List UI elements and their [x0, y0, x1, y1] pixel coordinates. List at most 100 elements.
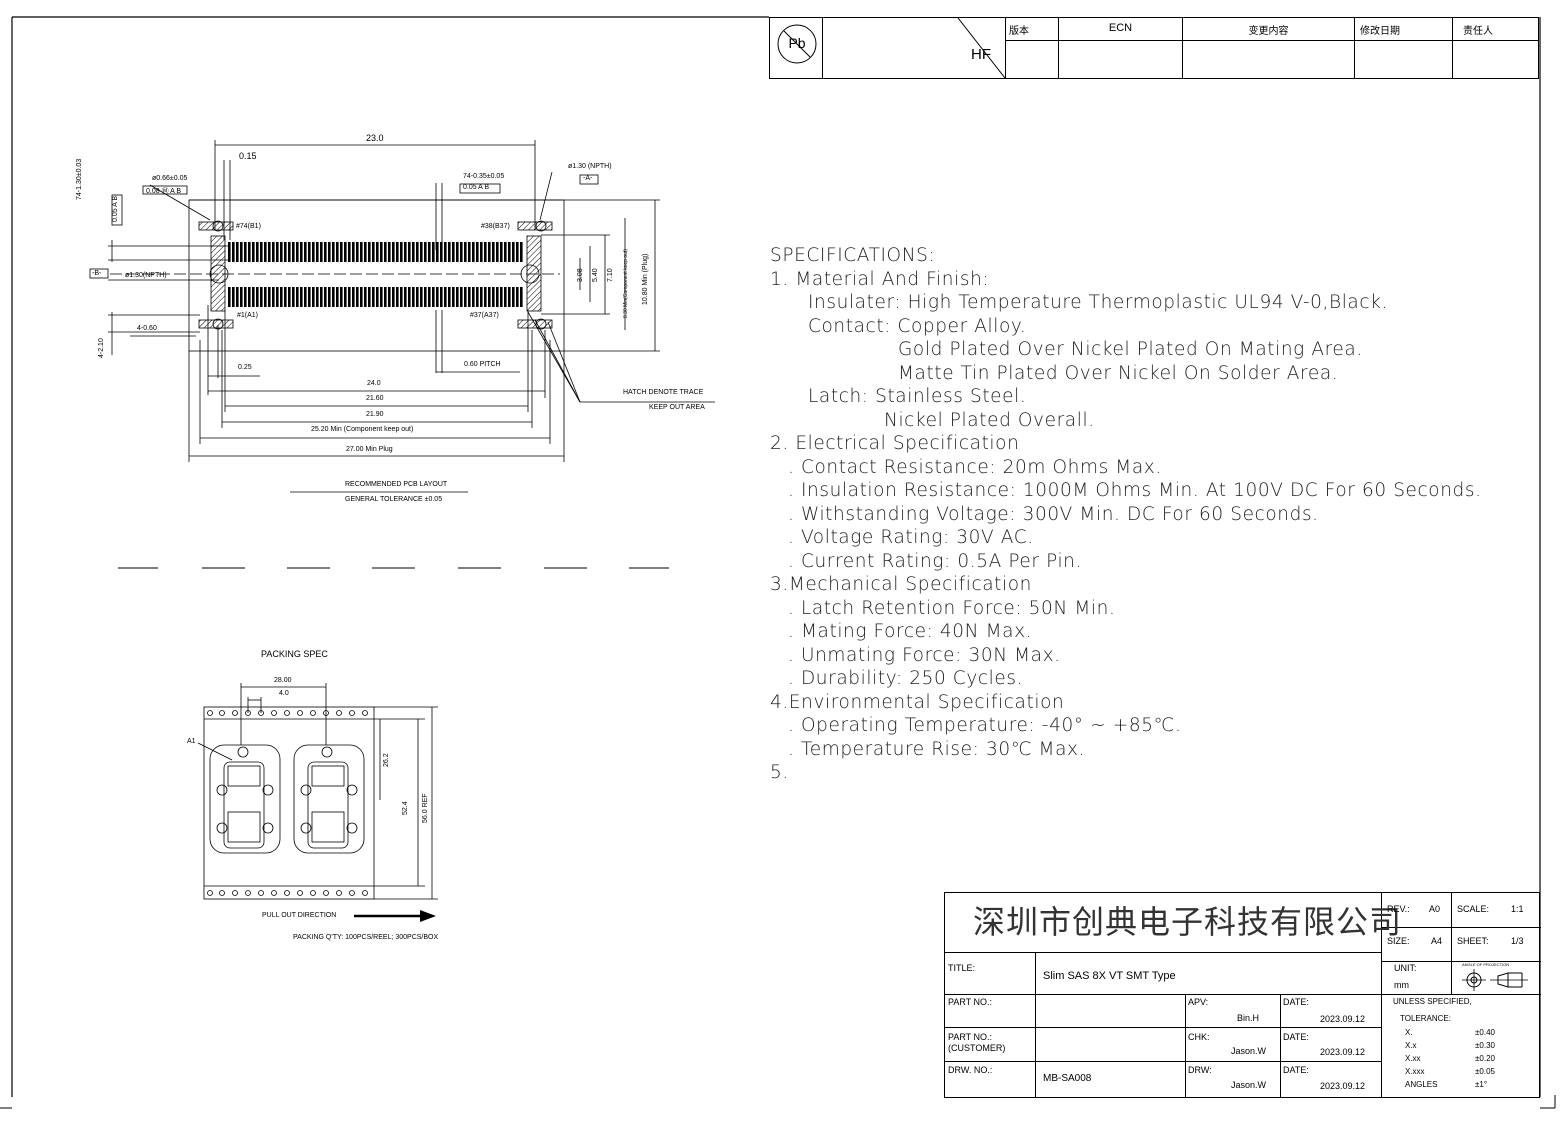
revision-block: Pb HF 版本 ECN 变更内容 修改日期 责任人: [769, 17, 1539, 79]
dim-pin-130-tol: 0.05 A B: [112, 195, 119, 222]
company-name: 深圳市创典电子科技有限公司: [973, 903, 1403, 941]
spec-line: . Current Rating: 0.5A Per Pin.: [788, 550, 1082, 572]
rev-header-ecn: ECN: [1108, 22, 1133, 34]
dim-23: 23.0: [366, 133, 384, 143]
apv-value: Bin.H: [1237, 1013, 1260, 1023]
specifications-text: SPECIFICATIONS:1. Material And Finish:In…: [770, 244, 1550, 785]
unit-value: mm: [1394, 980, 1409, 990]
dim-2190: 21.90: [366, 411, 384, 418]
pack-dim-2800: 28.00: [274, 677, 292, 684]
chk-value: Jason.W: [1231, 1046, 1267, 1056]
sheet-label: SHEET:: [1457, 936, 1489, 946]
pcb-layout-tolerance: GENERAL TOLERANCE ±0.05: [345, 496, 443, 503]
apv-date-value: 2023.09.12: [1320, 1014, 1366, 1024]
tolerance-value: ±0.20: [1475, 1054, 1495, 1063]
packing-qty: PACKING Q'TY: 100PCS/REEL; 300PCS/BOX: [293, 934, 439, 941]
dim-2520: 25.20 Min (Component keep out): [311, 426, 414, 433]
dim-1080: 10.80 Min (Plug): [642, 253, 649, 305]
sprocket-holes-top: [207, 710, 368, 716]
dim-4-060: 4-0.60: [137, 325, 157, 332]
part-no-label: PART NO.:: [948, 997, 993, 1007]
dim-240: 24.0: [367, 380, 381, 387]
pack-dim-524: 52.4: [402, 801, 409, 815]
pack-dim-262: 26.2: [383, 753, 390, 767]
pcb-layout-drawing: [89, 140, 715, 493]
size-value: A4: [1431, 936, 1443, 946]
dim-710: 7.10: [607, 268, 614, 282]
spec-line: . Voltage Rating: 30V AC.: [788, 527, 1034, 548]
tolerance-label: ANGLES: [1405, 1080, 1438, 1089]
drw-label: DRW:: [1188, 1065, 1212, 1075]
rev-value: A0: [1429, 904, 1441, 914]
rev-header-owner: 责任人: [1463, 26, 1493, 37]
spec-line: Insulater: High Temperature Thermoplasti…: [808, 292, 1388, 313]
dim-npth-top: ø1.30 (NPTH): [568, 163, 612, 170]
drw-date-label: DATE:: [1283, 1065, 1309, 1075]
tolerance-row: ANGLES ±1°: [1405, 1080, 1535, 1093]
title-value: Slim SAS 8X VT SMT Type: [1043, 970, 1176, 982]
packing-title: PACKING SPEC: [261, 649, 328, 659]
datum-b: -B-: [92, 270, 102, 277]
dim-540: 5.40: [592, 268, 599, 282]
dim-npth-130: ø1.30(NPTH): [125, 272, 167, 279]
spec-line: Nickel Plated Overall.: [884, 409, 1095, 431]
tolerance-value: ±1°: [1475, 1080, 1488, 1089]
dim-pin-035: 74-0.35±0.05: [463, 173, 505, 180]
size-label: SIZE:: [1387, 936, 1410, 946]
dim-pin-035-tol: 0.05 A B: [463, 184, 490, 191]
label-a1: #1(A1): [237, 312, 259, 319]
rev-label: REV.:: [1387, 904, 1410, 914]
pack-label-a1: A1: [187, 738, 196, 745]
spec-line: Contact: Copper Alloy.: [808, 315, 1027, 337]
dim-025: 0.25: [238, 364, 252, 371]
hf-mark: HF: [971, 46, 991, 63]
sprocket-holes-bottom: [207, 890, 368, 896]
rev-header-change: 变更内容: [1248, 26, 1289, 37]
drw-date-value: 2023.09.12: [1320, 1081, 1366, 1091]
dim-308: 3.08: [577, 268, 584, 282]
tolerance-row: X.±0.40: [1405, 1028, 1535, 1041]
apv-label: APV:: [1188, 997, 1209, 1007]
datum-a: -A-: [583, 175, 593, 182]
spec-line: 5.: [770, 762, 789, 783]
dim-015: 0.15: [239, 151, 257, 161]
sheet-value: 1/3: [1511, 936, 1524, 946]
pad-row-top: [228, 242, 524, 262]
pb-free-mark: Pb: [788, 35, 806, 51]
packing-tape-drawing: [197, 683, 438, 918]
spec-line: SPECIFICATIONS:: [770, 245, 936, 266]
spec-line: . Temperature Rise: 30℃ Max.: [788, 738, 1086, 760]
unit-label: UNIT:: [1394, 963, 1417, 973]
pack-dim-560: 56.0 REF: [422, 793, 429, 823]
dim-hole-066: ø0.66±0.05: [152, 175, 188, 182]
pcb-layout-caption: RECOMMENDED PCB LAYOUT: [345, 481, 448, 488]
tolerance-row: X.xx±0.20: [1405, 1054, 1535, 1067]
rev-header-date: 修改日期: [1360, 26, 1400, 37]
chk-date-value: 2023.09.12: [1320, 1047, 1366, 1057]
projection-label: ANGLE OF PROJECTION: [1462, 962, 1510, 967]
spec-line: . Mating Force: 40N Max.: [788, 621, 1033, 642]
spec-line: . Operating Temperature: -40° ~ +85℃.: [788, 715, 1182, 736]
drw-no-label: DRW. NO.:: [948, 1065, 993, 1075]
tolerance-row: X.xxx±0.05: [1405, 1067, 1535, 1080]
dim-hole-066-tol: 0.08 Ⓜ A B: [146, 188, 182, 195]
label-a37: #37(A37): [470, 312, 499, 319]
dim-pin-130: 74-1.30±0.03: [76, 158, 83, 200]
tolerance-row: X.x ±0.30: [1405, 1041, 1535, 1054]
dim-830: 8.30 Min(Component keep out): [623, 249, 629, 318]
spec-line: Matte Tin Plated Over Nickel On Solder A…: [898, 362, 1339, 384]
projection-symbol-icon: [1462, 969, 1528, 991]
title-label: TITLE:: [948, 963, 976, 973]
rev-header-version: 版本: [1009, 26, 1029, 37]
scale-label: SCALE:: [1457, 904, 1490, 914]
tolerance-value: ±0.30: [1475, 1041, 1495, 1050]
spec-line: . Withstanding Voltage: 300V Min. DC For…: [788, 503, 1319, 525]
tolerance-label: X.x: [1405, 1041, 1417, 1050]
spec-line: . Unmating Force: 30N Max.: [788, 644, 1061, 666]
spec-line: 3.Mechanical Specification: [770, 574, 1032, 595]
dim-pitch: 0.60 PITCH: [464, 361, 501, 368]
spec-line: . Insulation Resistance: 1000M Ohms Min.…: [788, 480, 1482, 501]
spec-line: . Latch Retention Force: 50N Min.: [788, 597, 1116, 619]
drw-no-value: MB-SA008: [1043, 1073, 1092, 1084]
